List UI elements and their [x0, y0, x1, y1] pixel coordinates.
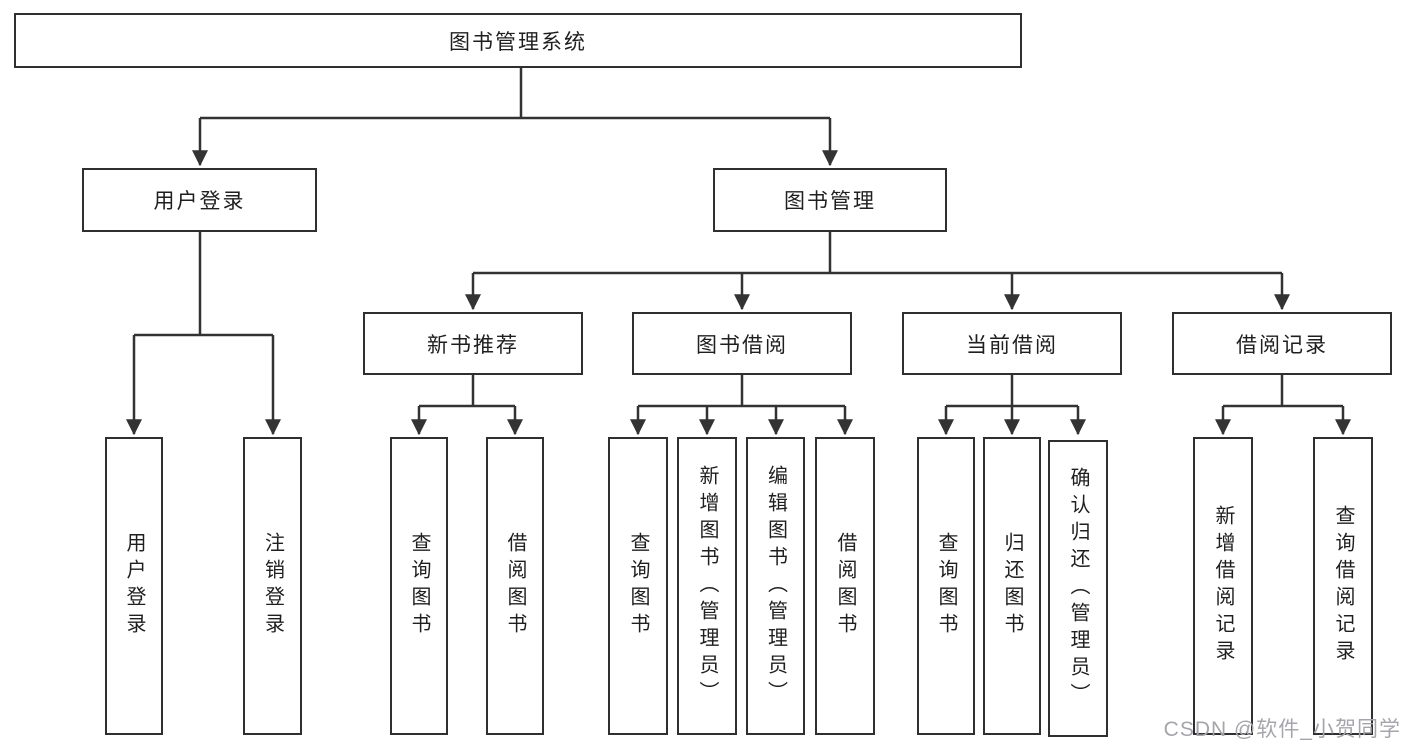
leaf-label: 用户登录 — [123, 532, 145, 640]
leaf-query-books: 查询图书 — [608, 437, 668, 735]
leaf-add-book-admin: 新增图书（管理员） — [677, 437, 737, 735]
leaf-query-borrow-record: 查询借阅记录 — [1313, 437, 1373, 735]
leaf-label: 借阅图书 — [834, 532, 856, 640]
leaf-confirm-return-admin: 确认归还（管理员） — [1048, 440, 1108, 737]
node-book-borrowing: 图书借阅 — [632, 312, 852, 375]
node-library-management-system: 图书管理系统 — [14, 13, 1022, 68]
leaf-label: 归还图书 — [1001, 532, 1023, 640]
node-new-book-recommendation: 新书推荐 — [363, 312, 583, 375]
leaf-borrow-books: 借阅图书 — [486, 437, 544, 735]
leaf-query-books: 查询图书 — [390, 437, 448, 735]
leaf-query-books: 查询图书 — [917, 437, 975, 735]
node-current-borrowing: 当前借阅 — [902, 312, 1122, 375]
leaf-label: 编辑图书（管理员） — [764, 464, 787, 708]
leaf-label: 借阅图书 — [504, 532, 526, 640]
node-user-login: 用户登录 — [82, 168, 317, 232]
leaf-label: 查询图书 — [935, 532, 957, 640]
leaf-label: 确认归还（管理员） — [1067, 467, 1089, 710]
node-borrowing-records: 借阅记录 — [1172, 312, 1392, 375]
leaf-edit-book-admin: 编辑图书（管理员） — [746, 437, 805, 735]
leaf-label: 查询图书 — [627, 532, 649, 640]
leaf-add-borrow-record: 新增借阅记录 — [1193, 437, 1253, 735]
leaf-label: 新增借阅记录 — [1212, 505, 1234, 667]
leaf-borrow-books: 借阅图书 — [815, 437, 875, 735]
leaf-label: 新增图书（管理员） — [696, 464, 718, 708]
leaf-logout: 注销登录 — [243, 437, 302, 735]
leaf-label: 查询借阅记录 — [1332, 505, 1354, 667]
node-book-management: 图书管理 — [713, 168, 947, 232]
leaf-label: 查询图书 — [408, 532, 430, 640]
leaf-return-books: 归还图书 — [983, 437, 1041, 735]
leaf-user-login: 用户登录 — [105, 437, 163, 735]
leaf-label: 注销登录 — [261, 532, 284, 640]
